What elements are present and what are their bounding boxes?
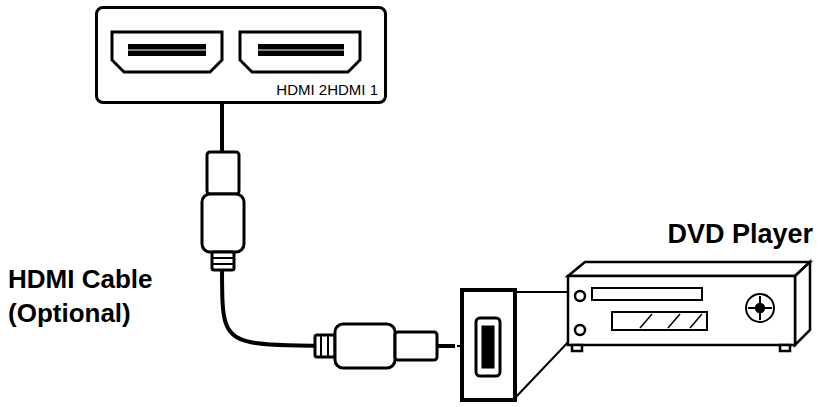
hdmi-port (112, 32, 360, 72)
node-label: DVD Player (667, 219, 813, 250)
port-pins (128, 44, 344, 56)
dotted-lead (221, 104, 223, 150)
node-label: HDMI 2HDMI 1 (276, 81, 378, 98)
hdmi-plug (202, 152, 244, 270)
hdmi-plug (315, 324, 437, 368)
tv-panel: HDMI 2HDMI 1 (95, 6, 387, 104)
port-inset (462, 290, 572, 400)
cable-label: HDMI Cable (Optional) (8, 262, 203, 330)
port-pin-lines (128, 50, 344, 51)
hdmi-cable (222, 104, 455, 346)
dvd-player-group: DVD Player (455, 215, 817, 403)
dvd-player (568, 262, 810, 351)
